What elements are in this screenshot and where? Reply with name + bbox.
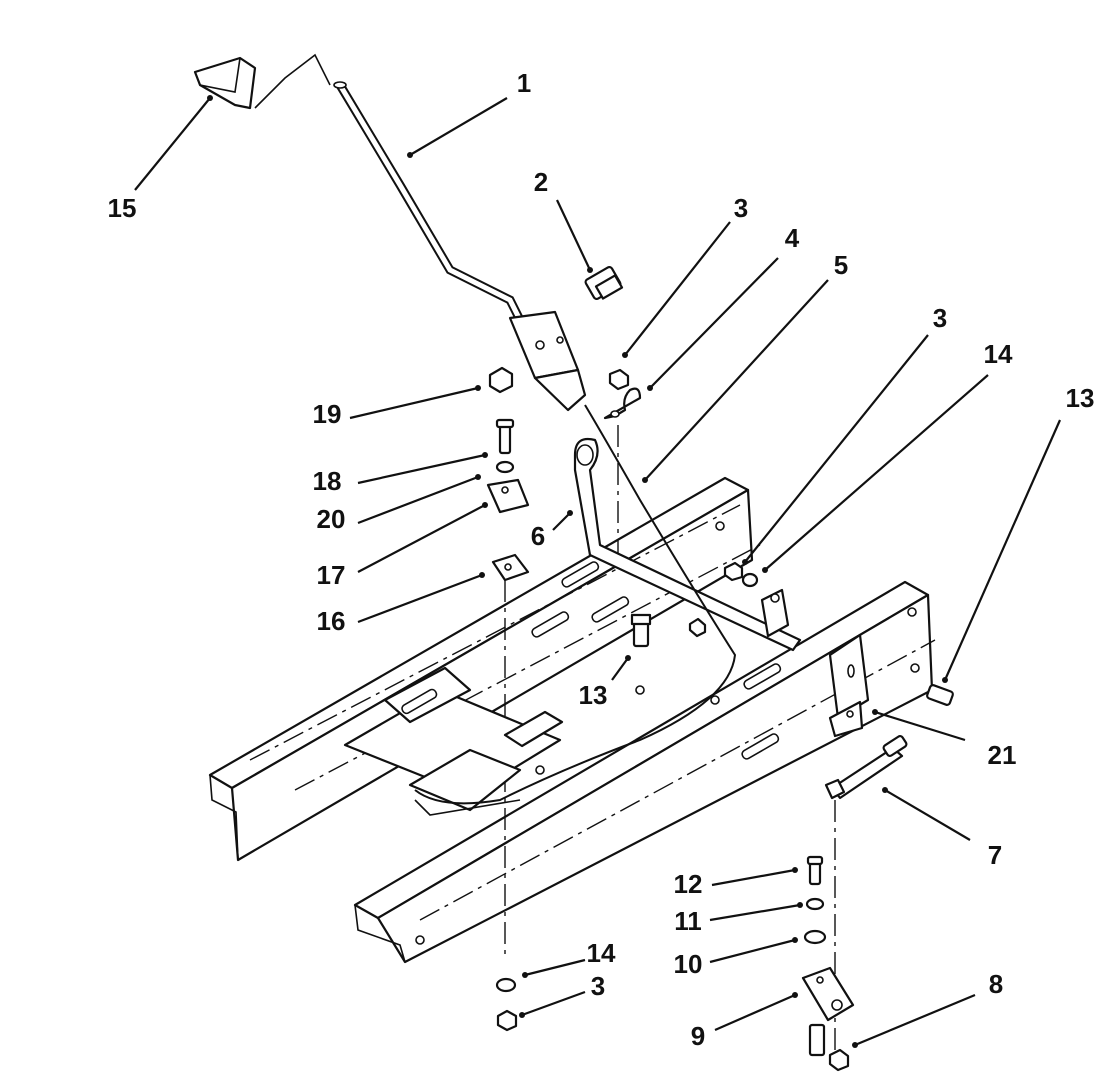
callout-2: 2 <box>534 167 548 197</box>
frame-rails <box>208 476 934 964</box>
callout-6: 6 <box>531 521 545 551</box>
callout-11: 11 <box>674 906 702 936</box>
washer-11 <box>805 897 825 911</box>
callout-3: 3 <box>933 303 947 333</box>
nut-3-right <box>723 561 744 582</box>
bolt-2 <box>584 265 624 301</box>
callout-4: 4 <box>785 223 800 253</box>
bolt-12 <box>806 855 824 886</box>
callout-13: 13 <box>1066 383 1095 413</box>
callout-19: 19 <box>313 399 342 429</box>
shift-rod-5 <box>573 437 802 652</box>
callout-16: 16 <box>317 606 346 636</box>
link-rod-7 <box>824 735 908 800</box>
callout-labels: 1 2 3 4 5 3 14 13 15 19 18 20 17 16 6 13… <box>108 68 1095 1051</box>
bolt-13-center <box>630 613 652 648</box>
washer-10 <box>803 929 827 945</box>
nut-8 <box>828 1048 850 1072</box>
bolt-13-right <box>926 684 954 706</box>
pivot-bracket <box>760 588 790 638</box>
seat-mount-plate <box>343 666 564 816</box>
nut-3-upper <box>608 368 630 391</box>
washer-20 <box>495 460 515 474</box>
callout-18: 18 <box>313 466 342 496</box>
nut-19 <box>488 366 514 394</box>
callout-10: 10 <box>674 949 703 979</box>
callout-17: 17 <box>317 560 346 590</box>
lever-knob <box>193 53 331 110</box>
callout-14: 14 <box>587 938 616 968</box>
callout-3: 3 <box>591 971 605 1001</box>
callout-9: 9 <box>691 1021 705 1051</box>
callout-8: 8 <box>989 969 1003 999</box>
callout-3: 3 <box>734 193 748 223</box>
callout-1: 1 <box>517 68 531 98</box>
nut-3-bottom <box>496 1009 518 1032</box>
guide-bracket-17 <box>486 478 530 514</box>
control-cable <box>414 404 737 805</box>
callout-13: 13 <box>579 680 608 710</box>
callout-14: 14 <box>984 339 1013 369</box>
mounting-bracket-21 <box>828 633 870 738</box>
washer-14-bottom <box>495 977 517 993</box>
cable-clamp-4 <box>603 387 642 420</box>
leader-lines <box>134 95 1062 1048</box>
callout-20: 20 <box>317 504 346 534</box>
washer-14-right <box>741 572 759 588</box>
nut-13-center <box>688 617 707 638</box>
shift-lever <box>333 81 587 412</box>
callout-15: 15 <box>108 193 137 223</box>
callout-21: 21 <box>988 740 1017 770</box>
callout-5: 5 <box>834 250 848 280</box>
callout-7: 7 <box>988 840 1002 870</box>
callout-12: 12 <box>674 869 703 899</box>
lever-arm-9 <box>801 966 855 1057</box>
bolt-18 <box>495 418 515 455</box>
guide-plate-16 <box>491 553 530 582</box>
